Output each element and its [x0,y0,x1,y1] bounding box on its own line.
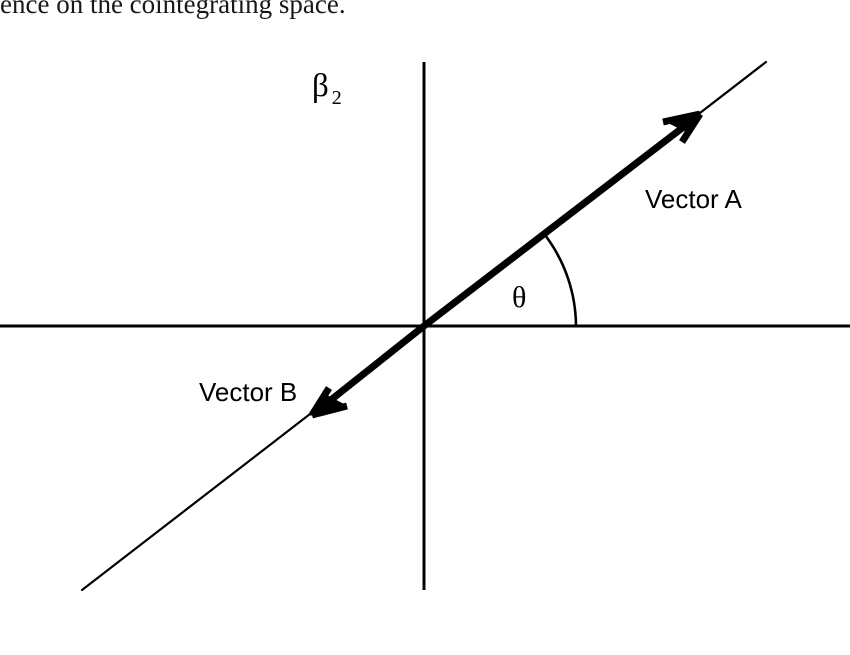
vector-a-label: Vector A [645,184,742,214]
axis-label-beta-subscript: 2 [331,86,342,109]
vector-b-shaft [319,323,427,410]
vector-a-arrowhead-barbs [662,110,703,144]
angle-label-theta: θ [512,281,527,314]
vector-a-shaft [421,119,693,329]
vector-b-label: Vector B [199,377,298,407]
document-body-text: ence on the cointegrating space. [0,0,346,19]
angle-arc [543,233,578,328]
vector-b-arrowhead-barbs [309,386,348,419]
axis-label-beta-glyph: β [312,68,329,104]
